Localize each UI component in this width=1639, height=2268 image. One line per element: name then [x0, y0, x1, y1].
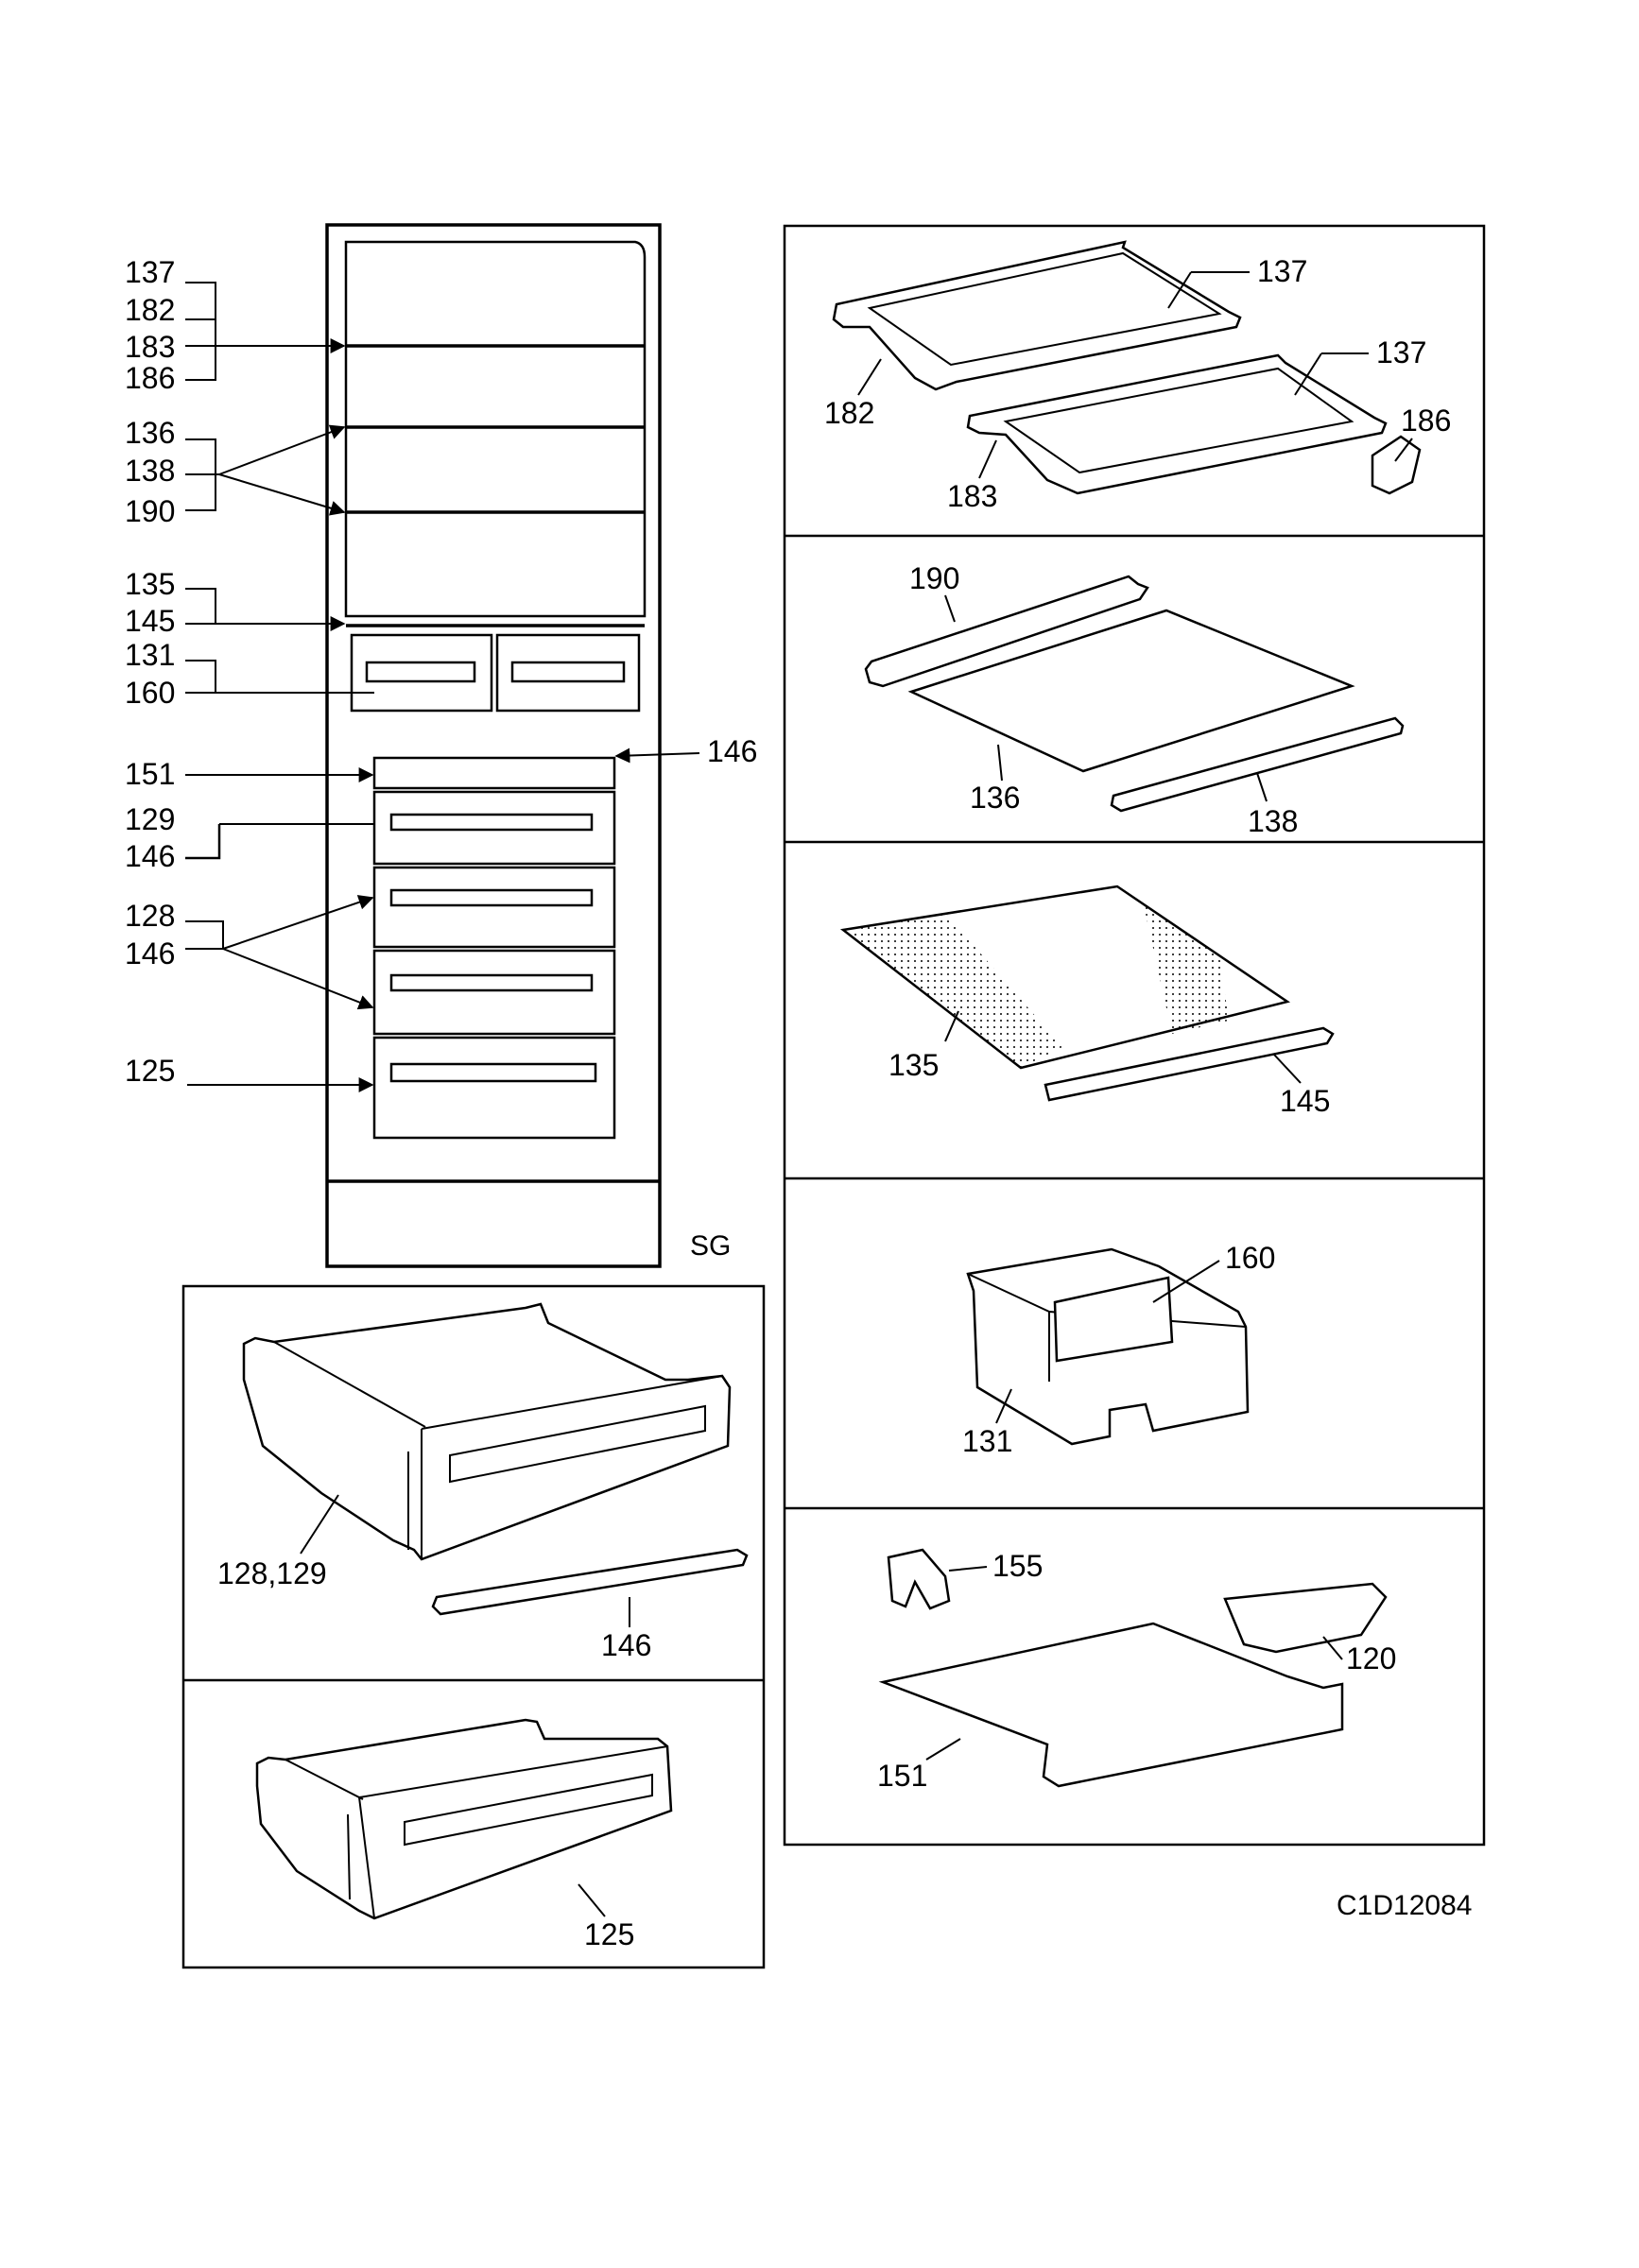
- label-129: 129: [125, 802, 175, 836]
- label-186: 186: [1401, 404, 1451, 438]
- label-190: 190: [125, 494, 175, 528]
- label-146-low: 146: [125, 936, 175, 971]
- label-138: 138: [125, 454, 175, 488]
- panel-glass-shelf: 190 136 138: [864, 561, 1405, 838]
- label-131: 131: [125, 638, 175, 672]
- label-137-a: 137: [1257, 254, 1307, 288]
- label-125: 125: [125, 1054, 175, 1088]
- label-146-mid: 146: [125, 839, 175, 873]
- document-code: C1D12084: [1337, 1890, 1472, 1921]
- label-138: 138: [1248, 804, 1298, 838]
- label-190: 190: [909, 561, 959, 595]
- label-137: 137: [125, 255, 175, 289]
- label-182: 182: [824, 396, 874, 430]
- label-135: 135: [889, 1048, 939, 1082]
- panel-dairy-box: 160 131: [962, 1241, 1275, 1458]
- right-panels-frame: [783, 224, 1486, 1847]
- label-183: 183: [947, 479, 997, 513]
- label-186: 186: [125, 361, 175, 395]
- panel-shelf-frames: 137 137 182 183 186: [824, 240, 1451, 513]
- label-146: 146: [601, 1628, 651, 1662]
- label-182: 182: [125, 293, 175, 327]
- left-drawer-panels-frame: [181, 1284, 766, 1969]
- label-125: 125: [584, 1917, 634, 1951]
- label-160: 160: [125, 676, 175, 710]
- label-128: 128: [125, 899, 175, 933]
- panel-upper-drawer: 128,129 146: [217, 1302, 749, 1662]
- label-160: 160: [1225, 1241, 1275, 1275]
- panel-lower-drawer: 125: [255, 1718, 673, 1951]
- label-128-129: 128,129: [217, 1556, 327, 1590]
- label-151: 151: [877, 1759, 927, 1793]
- overview-callouts: 137 182 183 186 136 138 190 135 145 131 …: [125, 255, 757, 1262]
- label-136: 136: [125, 416, 175, 450]
- label-155: 155: [992, 1549, 1043, 1583]
- label-151: 151: [125, 757, 175, 791]
- label-137-b: 137: [1376, 335, 1426, 369]
- label-120: 120: [1346, 1641, 1396, 1675]
- panel-divider-plate: 135 145: [839, 885, 1335, 1118]
- label-135: 135: [125, 567, 175, 601]
- label-131: 131: [962, 1424, 1012, 1458]
- label-145: 145: [125, 604, 175, 638]
- panel-ice-tray: 155 120 151: [877, 1548, 1396, 1793]
- label-145: 145: [1280, 1084, 1330, 1118]
- model-code: SG: [690, 1230, 731, 1262]
- cabinet-overview: [325, 223, 662, 1268]
- label-183: 183: [125, 330, 175, 364]
- label-146-top: 146: [707, 734, 757, 768]
- label-136: 136: [970, 781, 1020, 815]
